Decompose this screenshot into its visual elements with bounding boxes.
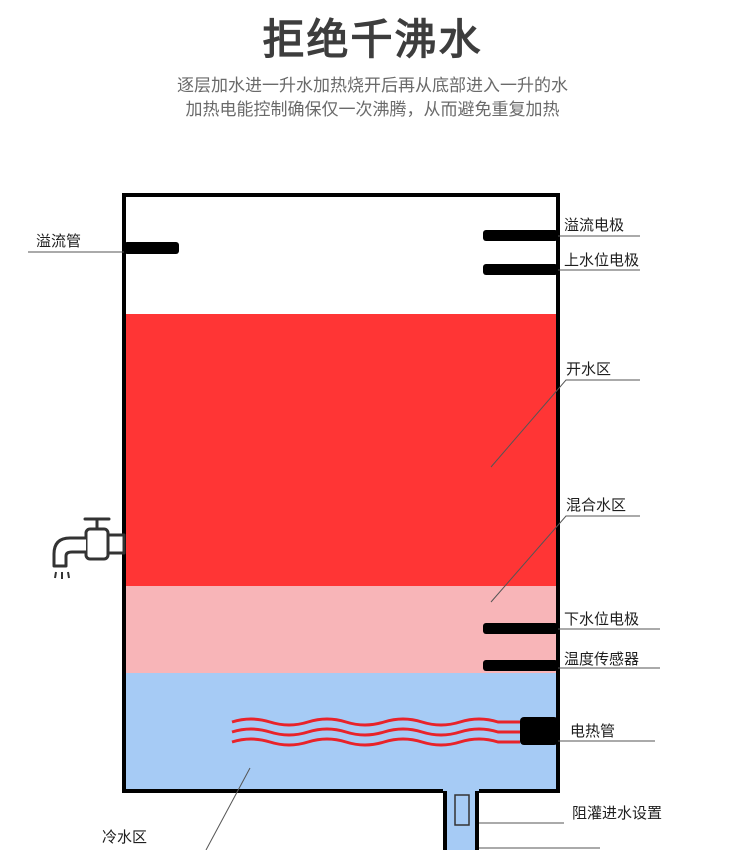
overflow-pipe xyxy=(124,242,179,254)
mixed-zone-label: 混合水区 xyxy=(566,496,626,514)
cold-zone-label: 冷水区 xyxy=(102,828,147,846)
faucet-icon xyxy=(52,517,126,579)
heating-wires xyxy=(231,717,520,747)
tank-outline xyxy=(122,193,560,793)
leader-lines xyxy=(28,235,660,850)
boiling-zone-leader xyxy=(490,379,640,468)
lower-level-electrode-label: 下水位电极 xyxy=(564,610,639,628)
overflow-pipe-label: 溢流管 xyxy=(36,232,81,250)
anti-backfill-inlet-label: 阻灌进水设置 xyxy=(572,804,662,822)
cold-zone-leader xyxy=(205,767,251,850)
overflow-electrode-label: 溢流电极 xyxy=(564,216,624,234)
boiling-zone-label: 开水区 xyxy=(566,360,611,378)
heating-tube-label: 电热管 xyxy=(570,722,615,740)
page-title: 拒绝千沸水 xyxy=(262,15,483,64)
upper-level-electrode-label: 上水位电极 xyxy=(564,251,639,269)
mixed-zone-leader xyxy=(490,515,640,603)
lower-level-electrode xyxy=(483,623,558,634)
overflow-electrode xyxy=(483,230,558,241)
subtitle-line-1: 逐层加水进一升水加热烧开后再从底部进入一升的水 xyxy=(177,76,568,96)
temperature-sensor xyxy=(483,660,558,671)
check-valve xyxy=(454,794,470,826)
heating-tube-terminal xyxy=(520,717,558,745)
temp-sensor-label: 温度传感器 xyxy=(564,650,639,668)
subtitle-line-2: 加热电能控制确保仅一次沸腾，从而避免重复加热 xyxy=(185,100,560,120)
upper-level-electrode xyxy=(483,264,558,275)
inlet-pipe-water xyxy=(445,791,477,850)
boiling-zone-fill xyxy=(126,314,556,586)
